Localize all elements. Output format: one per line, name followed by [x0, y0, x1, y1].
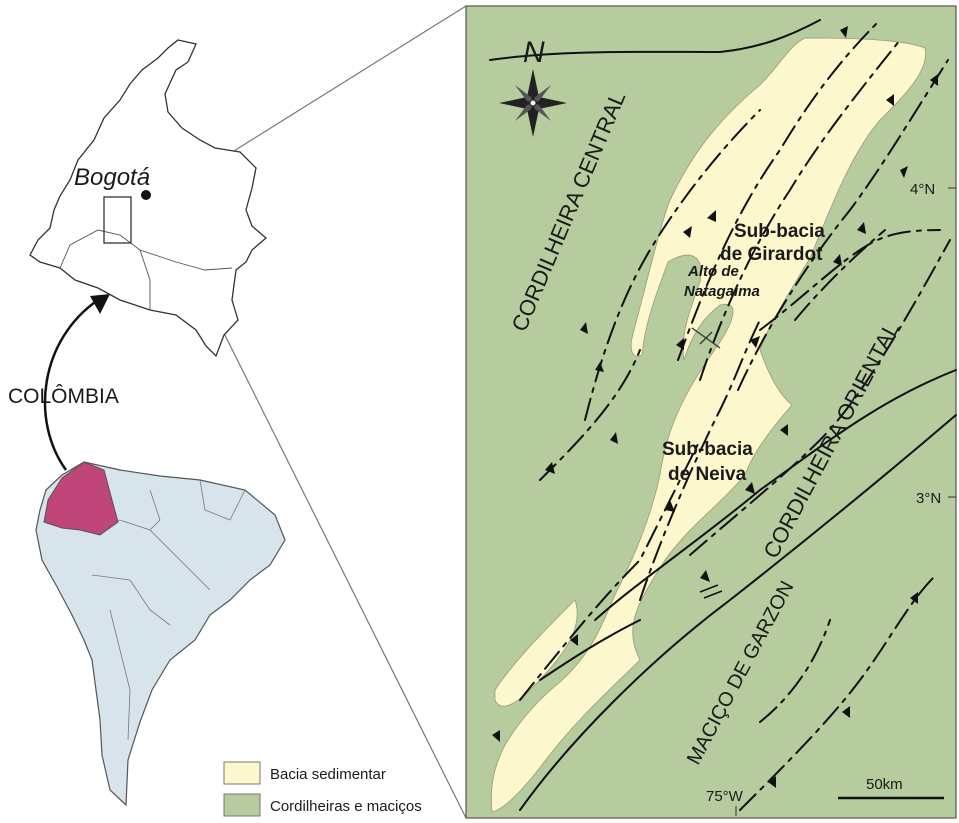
- country-border: [149, 489, 161, 531]
- anticline-symbol: [691, 327, 721, 349]
- lat-3-label: 3°N: [916, 490, 941, 507]
- fault-lines: [489, 19, 957, 811]
- colombia-highlight: [43, 461, 119, 536]
- thrust-teeth: [492, 26, 938, 788]
- strike-slip-symbol: [699, 584, 723, 599]
- girardot-label-1: Sub-bacia: [734, 221, 825, 242]
- south-america-outline: [35, 461, 286, 807]
- compass-rose: [499, 69, 567, 137]
- lat-4-label: 4°N: [910, 181, 935, 198]
- colombia-internal-border: [139, 249, 151, 310]
- country-border: [91, 574, 171, 626]
- girardot-label-2: de Girardot: [720, 244, 823, 265]
- bogota-label: Bogotá: [74, 164, 150, 191]
- locator-arrow: [43, 298, 99, 471]
- colombia-label: COLÔMBIA: [8, 385, 119, 408]
- arrow-head: [90, 294, 110, 314]
- country-border: [199, 479, 246, 521]
- country-border: [109, 609, 131, 741]
- bogota-marker: [141, 190, 151, 200]
- legend-label-basin: Bacia sedimentar: [270, 766, 386, 783]
- north-label: N: [523, 36, 545, 69]
- lon-75-label: 75°W: [706, 788, 744, 805]
- neiva-label-1: Sub-bacia: [662, 439, 753, 460]
- study-area-box: [103, 196, 132, 244]
- natagaima-label-1: Alto de: [687, 263, 739, 280]
- natagaima-label-2: Natagaima: [684, 283, 760, 300]
- scale-bar-label: 50km: [866, 776, 903, 793]
- legend-label-mountains: Cordilheiras e maciços: [270, 798, 422, 815]
- neiva-label-2: de Neiva: [668, 464, 747, 485]
- legend-swatch-mountains: [223, 793, 261, 817]
- legend-swatch-basin: [223, 761, 261, 785]
